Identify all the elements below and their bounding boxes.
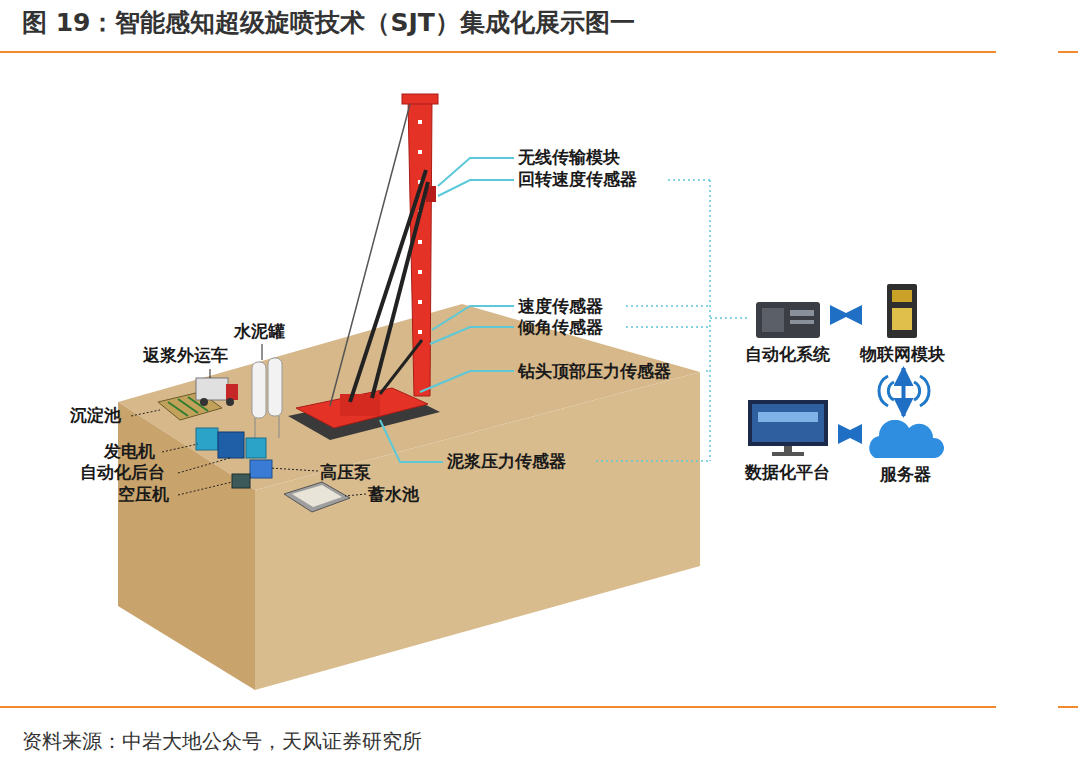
water <box>292 485 342 507</box>
device-icon <box>742 298 834 340</box>
caption: 资料来源：中岩大地公众号，天风证券研究所 <box>22 728 422 755</box>
truck <box>196 378 238 406</box>
node-label: 数据化平台 <box>745 462 830 482</box>
ground-right <box>255 372 700 690</box>
rule <box>0 51 996 53</box>
title: 图 19：智能感知超级旋喷技术（SJT）集成化展示图一 <box>22 6 635 39</box>
cement-tanks <box>252 358 282 440</box>
part-label: 返浆外运车 <box>143 345 228 365</box>
part-label: 蓄水池 <box>368 484 419 504</box>
node-label: 服务器 <box>880 464 931 484</box>
dotted-bus <box>596 180 750 461</box>
device-icon <box>853 282 951 340</box>
icon-node: 自动化系统 <box>735 298 840 364</box>
icon-node: 物联网模块 <box>852 282 952 364</box>
node-label: 物联网模块 <box>860 344 945 364</box>
rule <box>1058 51 1078 53</box>
part-label: 沉淀池 <box>70 405 121 425</box>
icon-node: 服务器 <box>860 420 950 484</box>
rig <box>288 94 440 440</box>
device-icon <box>861 420 949 460</box>
pool-grid <box>168 397 208 416</box>
part-label: 空压机 <box>118 484 169 504</box>
part-label: 高压泵 <box>320 462 371 482</box>
part-label: 发电机 <box>104 441 155 461</box>
node-label: 自动化系统 <box>745 344 830 364</box>
equipment <box>196 428 272 488</box>
part-label: 自动化后台 <box>80 462 165 482</box>
icon-node: 数据化平台 <box>735 398 840 482</box>
part-label: 回转速度传感器 <box>518 169 637 189</box>
rule <box>1058 706 1078 708</box>
part-label: 倾角传感器 <box>518 317 603 337</box>
double-arrow <box>844 313 848 317</box>
part-label: 速度传感器 <box>518 296 603 316</box>
water-pool <box>284 482 350 512</box>
part-label: 无线传输模块 <box>518 147 620 167</box>
rule <box>0 706 996 708</box>
sensor-leaders <box>380 158 514 462</box>
device-icon <box>736 398 840 458</box>
double-arrow <box>844 432 856 436</box>
part-label: 水泥罐 <box>234 321 285 341</box>
part-label: 泥浆压力传感器 <box>447 451 566 471</box>
part-label: 钻头顶部压力传感器 <box>518 361 671 381</box>
double-arrow <box>902 368 906 416</box>
